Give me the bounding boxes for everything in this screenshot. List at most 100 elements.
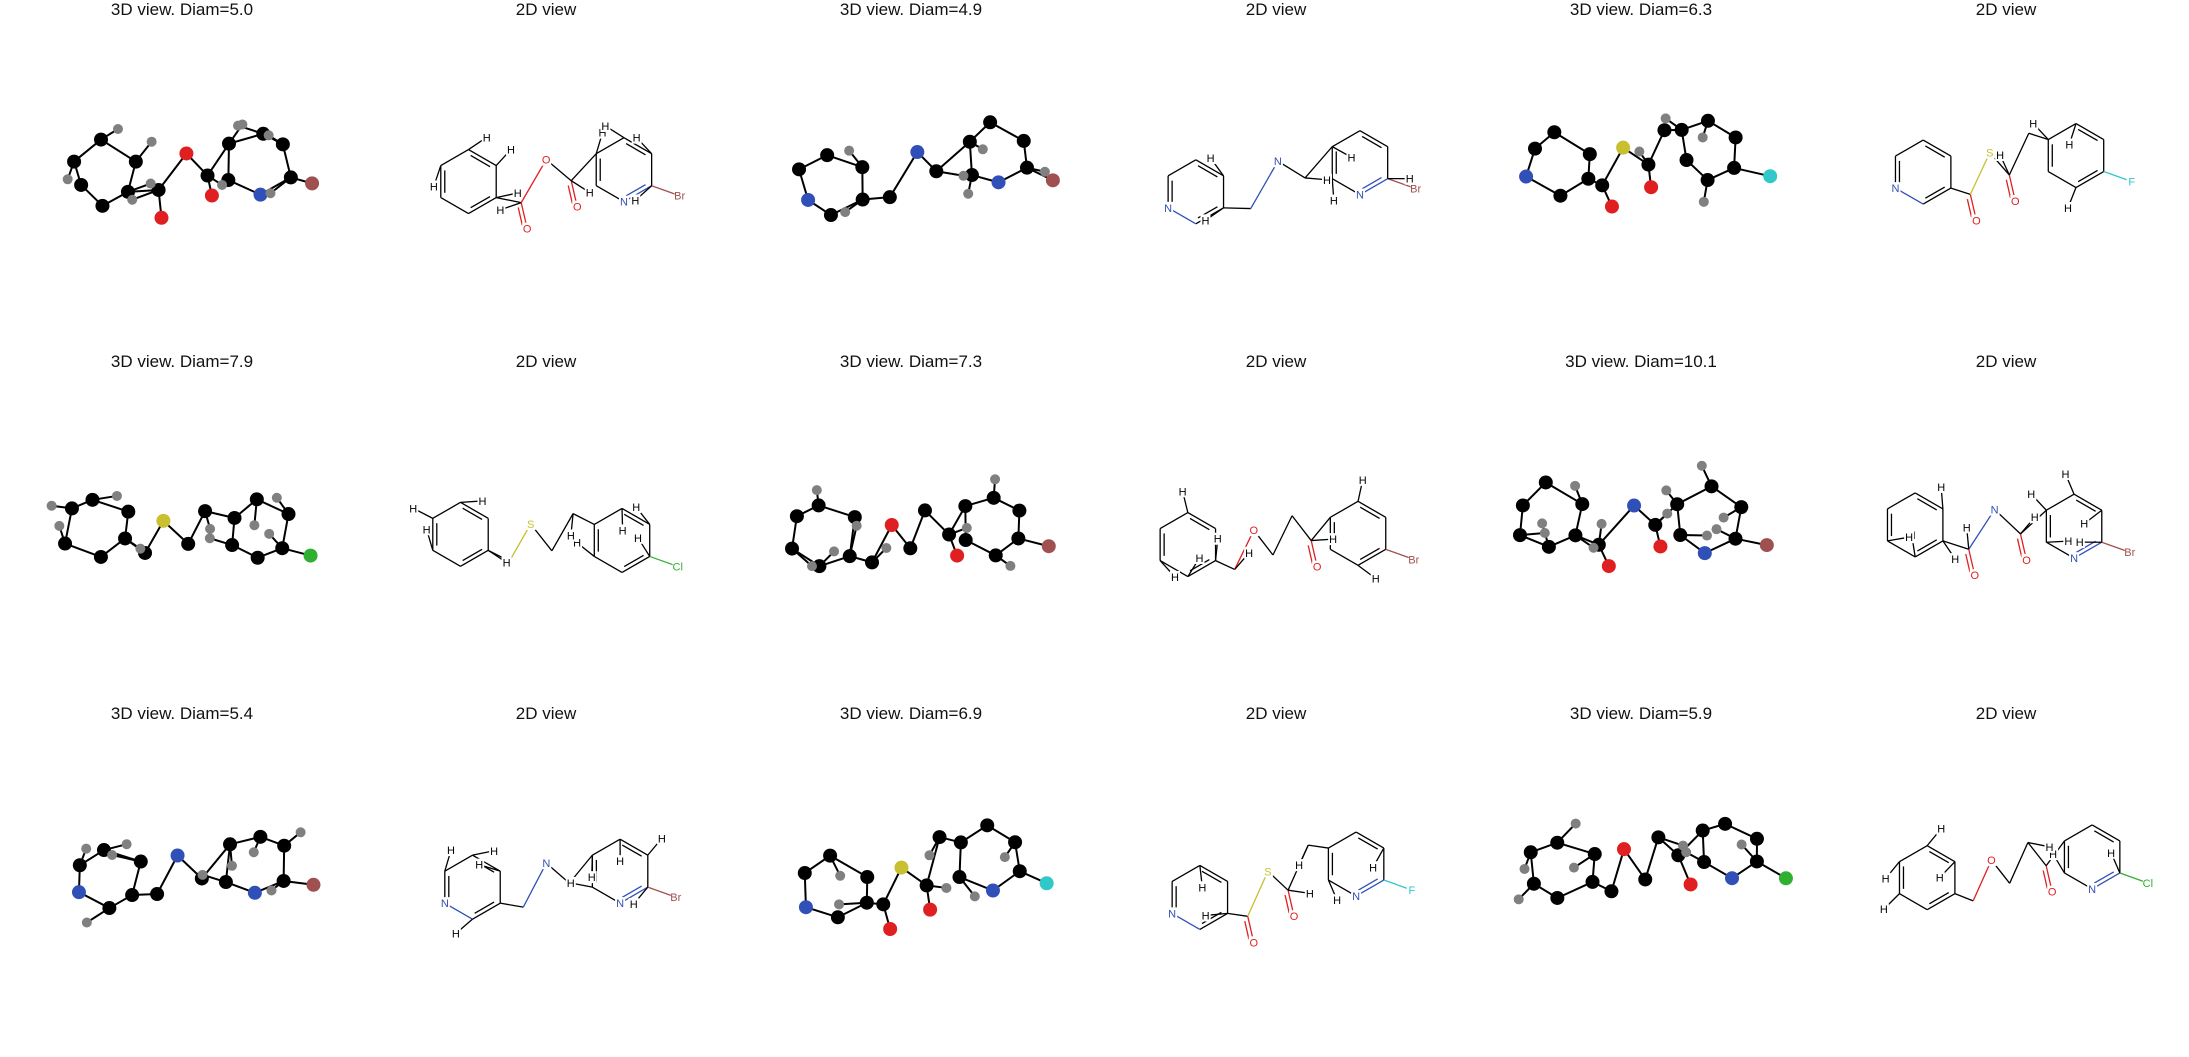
atom-label-bg xyxy=(477,494,488,507)
atom-c-4 xyxy=(820,148,835,163)
atom-label-n: N xyxy=(616,898,624,910)
atom-c-0 xyxy=(859,895,874,910)
molecule-drawing xyxy=(1513,816,1793,905)
atom-label-h: H xyxy=(1295,860,1303,872)
atom-c-10 xyxy=(980,818,995,833)
atom-c-5 xyxy=(860,870,875,885)
atom-label-s: S xyxy=(527,519,534,531)
atom-h-20 xyxy=(266,885,277,896)
atom-label-h: H xyxy=(632,502,640,514)
atom-cl-16 xyxy=(303,548,318,563)
atom-label-h: H xyxy=(619,525,627,537)
atom-c-3 xyxy=(797,866,812,881)
atom-c-8 xyxy=(952,870,967,885)
atom-c-15 xyxy=(919,878,934,893)
atom-h-22 xyxy=(999,852,1010,863)
bond-0 xyxy=(472,902,501,920)
atom-o-13 xyxy=(1604,199,1619,214)
atom-label-h: H xyxy=(1963,522,1971,534)
bond-3 xyxy=(1887,492,1916,510)
atom-c-9 xyxy=(1695,823,1710,838)
atom-label-h: H xyxy=(633,133,641,145)
atom-label-h: H xyxy=(496,205,504,217)
atom-c-0 xyxy=(125,888,140,903)
atom-h-21 xyxy=(1570,480,1581,491)
atom-label-h: H xyxy=(2076,537,2084,549)
atom-c-6 xyxy=(1727,160,1742,175)
atom-h-26 xyxy=(961,522,972,533)
atom-c-8 xyxy=(218,875,233,890)
atom-c-9 xyxy=(958,499,973,514)
atom-h-24 xyxy=(271,492,282,503)
bond-12 xyxy=(496,196,522,204)
atom-c-6 xyxy=(1011,531,1026,546)
atom-s-13 xyxy=(156,513,171,528)
panel-title: 2D view xyxy=(1245,704,1307,723)
bond-3 xyxy=(1171,864,1201,882)
atom-label-h: H xyxy=(1323,175,1331,187)
atom-h-17 xyxy=(135,543,146,554)
atom-c-4 xyxy=(94,132,109,147)
atom-h-22 xyxy=(265,188,276,199)
bond-14 xyxy=(1968,509,1996,550)
bond-17 xyxy=(925,836,941,886)
atom-label-bg xyxy=(1194,551,1205,564)
atom-label-n: N xyxy=(1356,190,1364,202)
atom-label-h: H xyxy=(2027,489,2035,501)
atom-c-2 xyxy=(1512,528,1527,543)
atom-c-3 xyxy=(72,858,87,873)
panel-title: 3D view. Diam=6.9 xyxy=(839,704,983,723)
atom-label-h: H xyxy=(1198,882,1206,894)
atom-f-18 xyxy=(1039,876,1054,891)
atom-label-s: S xyxy=(1986,148,1993,160)
atom-c-11 xyxy=(1734,500,1749,515)
atom-label-bg xyxy=(1177,485,1188,498)
atom-label-bg xyxy=(512,186,523,199)
atom-label-br: Br xyxy=(1408,554,1419,566)
atom-label-h: H xyxy=(1333,895,1341,907)
atom-h-24 xyxy=(233,120,244,131)
atom-label-h: H xyxy=(630,899,638,911)
bond-10 xyxy=(2091,824,2121,842)
atom-label-bg xyxy=(1294,859,1305,872)
atom-c-1 xyxy=(812,559,827,574)
atom-label-bg xyxy=(2062,201,2073,214)
atom-c-0 xyxy=(1585,874,1600,889)
panel-title: 3D view. Diam=6.3 xyxy=(1569,0,1713,19)
bond-3 xyxy=(444,854,473,872)
atom-c-12 xyxy=(151,182,166,197)
atom-h-20 xyxy=(1519,863,1530,874)
atom-label-bg xyxy=(2044,840,2055,853)
atom-label-bg xyxy=(2047,885,2058,898)
atom-label-n: N xyxy=(1274,156,1282,168)
atom-label-o: O xyxy=(523,224,532,236)
atom-br-18 xyxy=(1041,539,1056,554)
atom-c-10 xyxy=(986,490,1001,505)
atom-c-6 xyxy=(1728,531,1743,546)
atom-o-16 xyxy=(204,188,219,203)
bond-3 xyxy=(440,149,469,167)
atom-label-n: N xyxy=(542,858,550,870)
atom-h-22 xyxy=(204,533,215,544)
atom-h-27 xyxy=(217,179,228,190)
bond-double-6 xyxy=(1359,547,1380,561)
atom-label-h: H xyxy=(1406,174,1414,186)
atom-h-21 xyxy=(958,170,969,181)
atom-label-h: H xyxy=(490,846,498,858)
atom-label-bg xyxy=(1357,473,1368,486)
bond-double-16 xyxy=(1284,894,1290,914)
bond-9 xyxy=(593,507,623,525)
atom-label-bg xyxy=(1321,173,1332,186)
atom-c-5 xyxy=(128,154,143,169)
atom-label-n: N xyxy=(441,898,449,910)
atom-label-bg xyxy=(481,131,492,144)
molecule-3d-13 xyxy=(71,827,321,928)
atom-cl-18 xyxy=(1778,871,1793,886)
atom-label-bg xyxy=(1272,155,1283,168)
